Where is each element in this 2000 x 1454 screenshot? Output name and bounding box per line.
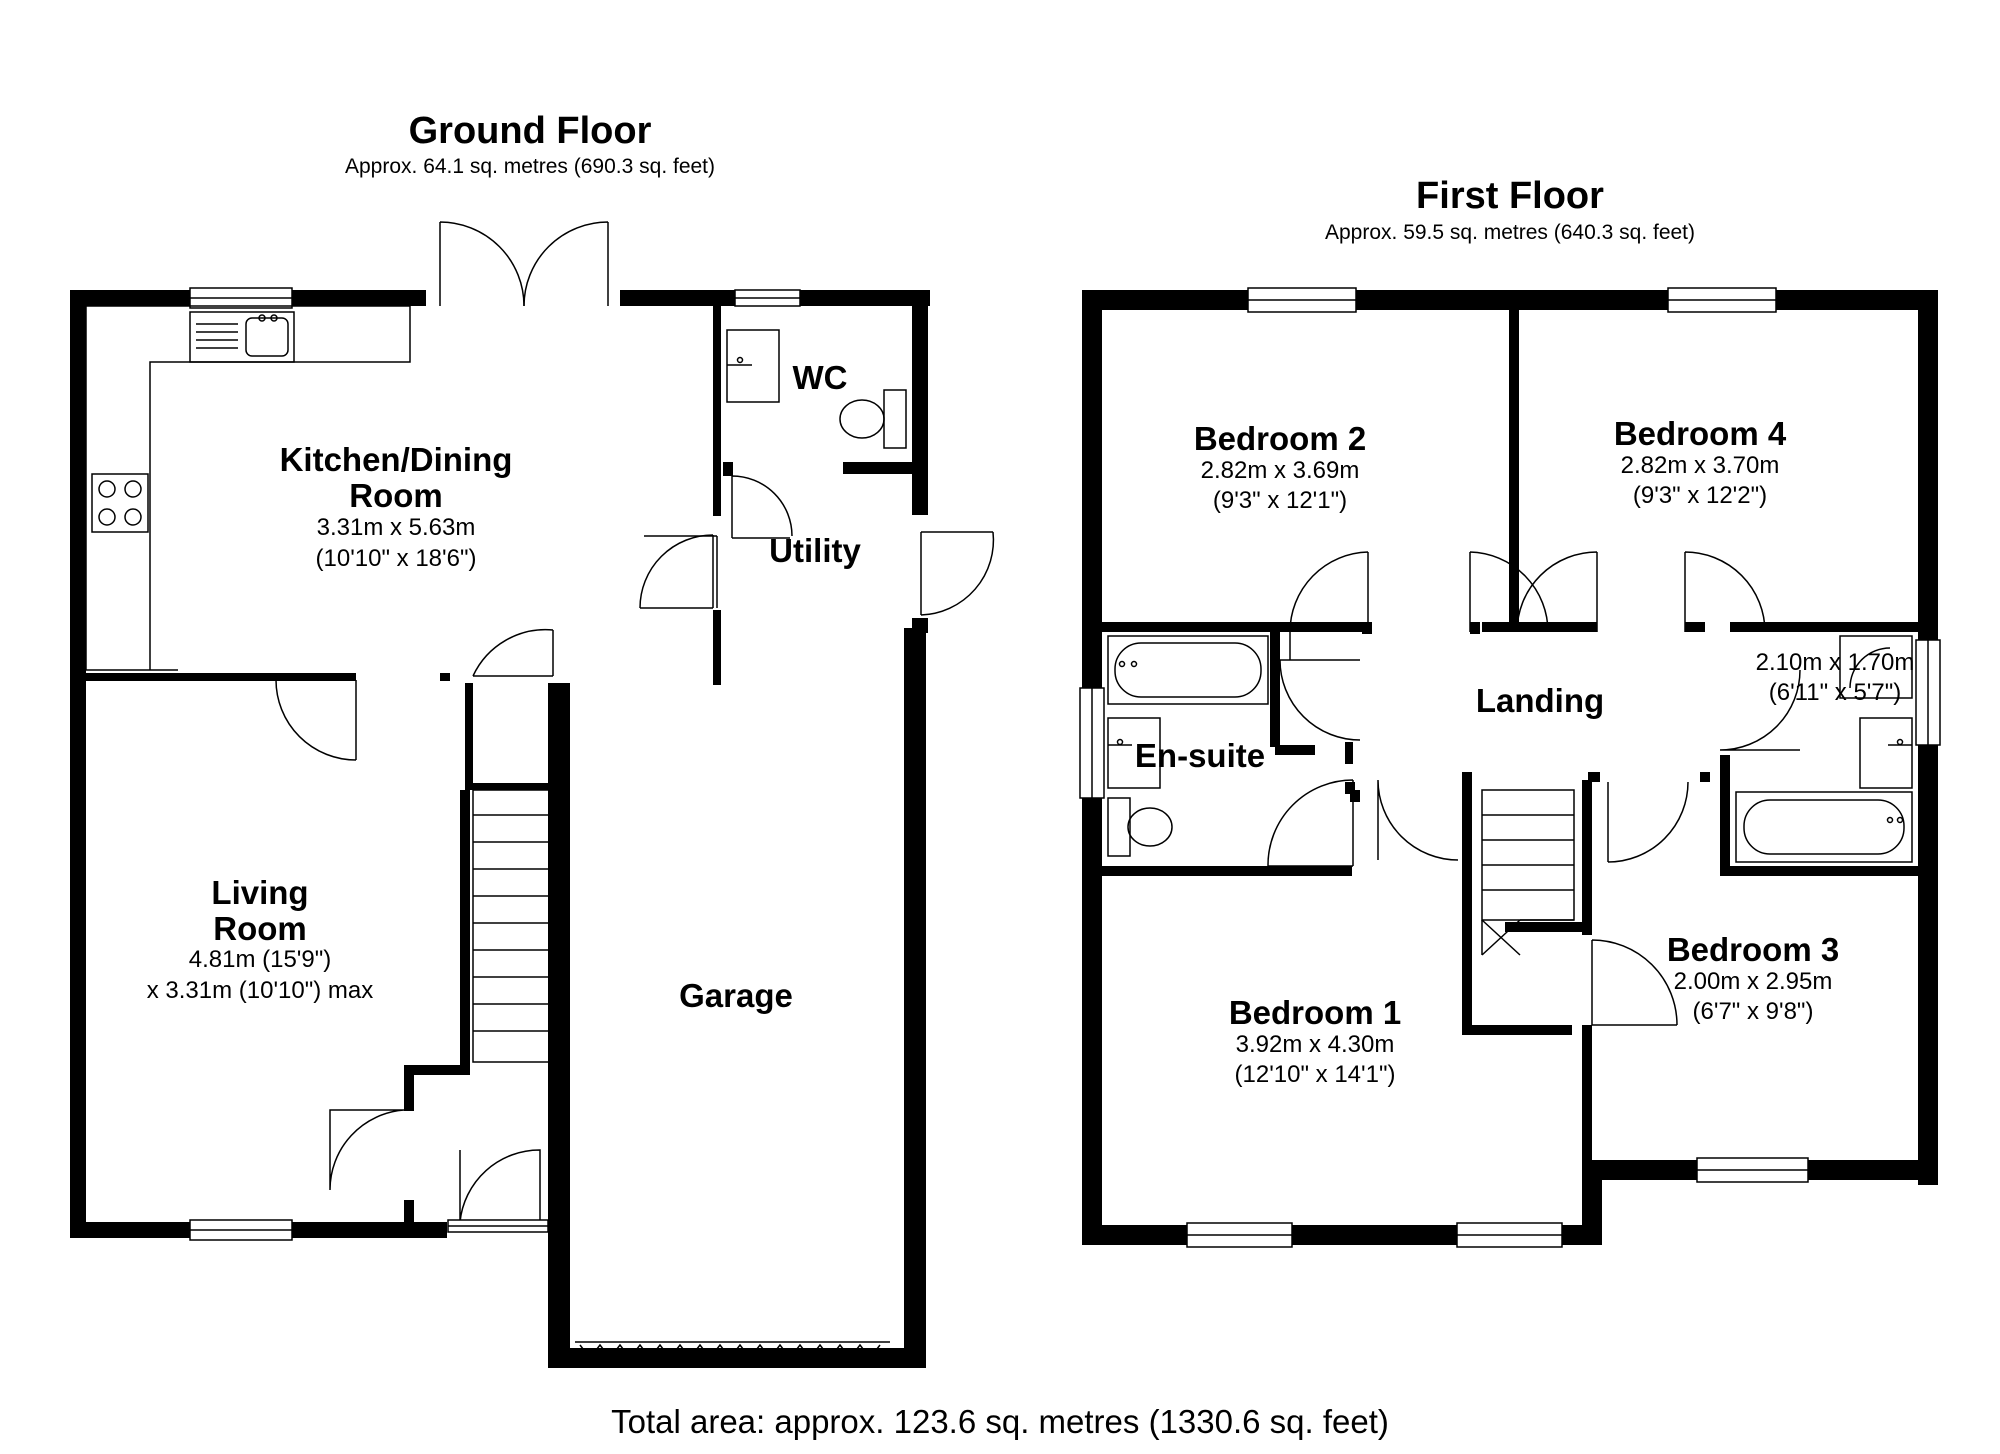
front-door-icon	[447, 1149, 549, 1233]
door-icon	[1719, 669, 1801, 751]
bath-icon	[1107, 635, 1269, 705]
bedroom-3-dimensions-imperial: (6'7" x 9'8")	[1692, 998, 1814, 1025]
window-icon	[1079, 687, 1105, 799]
bathroom-dimensions-imperial: (6'11" x 5'7")	[1768, 679, 1902, 706]
window-icon	[189, 1219, 293, 1241]
door-icon	[472, 628, 554, 677]
toilet-icon	[1107, 797, 1173, 857]
door-icon	[731, 475, 793, 539]
bedroom-3-label: Bedroom 3	[1666, 931, 1840, 968]
wc-label: WC	[792, 359, 848, 396]
door-icon	[1267, 779, 1354, 867]
bedroom-4-dimensions-imperial: (9'3" x 12'2")	[1632, 482, 1768, 509]
bedroom-2-dimensions-imperial: (9'3" x 12'1")	[1212, 487, 1348, 514]
basin-icon	[726, 329, 780, 403]
door-icon	[1607, 781, 1689, 863]
window-icon	[189, 287, 293, 309]
door-icon	[275, 679, 357, 761]
door-icon	[1516, 551, 1598, 633]
door-icon	[1591, 939, 1678, 1026]
garage-label: Garage	[679, 977, 793, 1014]
kitchen-name-line1: Kitchen/Dining	[279, 441, 513, 478]
bath-icon	[1735, 791, 1913, 863]
window-icon	[1247, 287, 1357, 313]
window-icon	[734, 289, 801, 307]
door-icon	[329, 1109, 405, 1191]
total-area: Total area: approx. 123.6 sq. metres (13…	[611, 1403, 1389, 1440]
door-icon	[1377, 779, 1459, 861]
garage-door-icon	[575, 1341, 890, 1360]
door-icon	[1469, 551, 1549, 633]
door-icon	[1289, 551, 1369, 660]
window-icon	[1667, 287, 1777, 313]
bedroom-1-label: Bedroom 1	[1228, 994, 1402, 1031]
bedroom-1-dimensions-imperial: (12'10" x 14'1")	[1234, 1061, 1396, 1088]
landing-label: Landing	[1475, 682, 1605, 719]
door-icon	[644, 535, 718, 608]
basin-icon	[1859, 717, 1913, 789]
kitchen-worktop	[85, 306, 178, 671]
first-floor-area: Approx. 59.5 sq. metres (640.3 sq. feet)	[1324, 221, 1696, 244]
living-dimensions-2: x 3.31m (10'10") max	[146, 977, 374, 1004]
living-name-line1: Living	[211, 874, 309, 911]
door-icon	[920, 531, 995, 616]
kitchen-dimensions-imperial: (10'10" x 18'6")	[315, 545, 477, 572]
hob-icon	[91, 473, 149, 533]
window-icon	[1456, 1222, 1563, 1248]
window-icon	[1186, 1222, 1293, 1248]
bathroom-dimensions: 2.10m x 1.70m	[1755, 649, 1915, 676]
window-icon	[1915, 639, 1941, 746]
bedroom-4-dimensions: 2.82m x 3.70m	[1620, 452, 1780, 479]
staircase-icon	[472, 789, 556, 1063]
kitchen-dimensions: 3.31m x 5.63m	[316, 514, 476, 541]
bedroom-1-dimensions: 3.92m x 4.30m	[1235, 1031, 1395, 1058]
living-dimensions: 4.81m (15'9")	[188, 946, 332, 973]
living-name-line2: Room	[213, 910, 307, 947]
ground-floor-area: Approx. 64.1 sq. metres (690.3 sq. feet)	[344, 155, 716, 178]
ensuite-label: En-suite	[1134, 737, 1266, 774]
first-floor-title: First Floor	[1416, 175, 1604, 217]
window-icon	[1696, 1157, 1809, 1183]
bedroom-4-label: Bedroom 4	[1613, 415, 1787, 452]
french-doors-icon	[439, 221, 609, 307]
basin-icon	[1107, 717, 1161, 789]
shower-icon	[1839, 635, 1913, 699]
ground-floor-walls	[70, 290, 930, 1368]
door-icon	[1684, 551, 1766, 633]
toilet-icon	[839, 389, 907, 449]
door-icon	[1279, 659, 1361, 741]
staircase-icon	[1481, 789, 1575, 956]
ground-floor-title: Ground Floor	[408, 110, 652, 152]
bedroom-2-label: Bedroom 2	[1193, 420, 1367, 457]
utility-label: Utility	[769, 532, 861, 569]
bedroom-2-dimensions: 2.82m x 3.69m	[1200, 457, 1360, 484]
kitchen-name-line2: Room	[349, 477, 443, 514]
door-icon	[639, 534, 714, 609]
bedroom-3-dimensions: 2.00m x 2.95m	[1673, 968, 1833, 995]
sink-icon	[189, 311, 295, 363]
